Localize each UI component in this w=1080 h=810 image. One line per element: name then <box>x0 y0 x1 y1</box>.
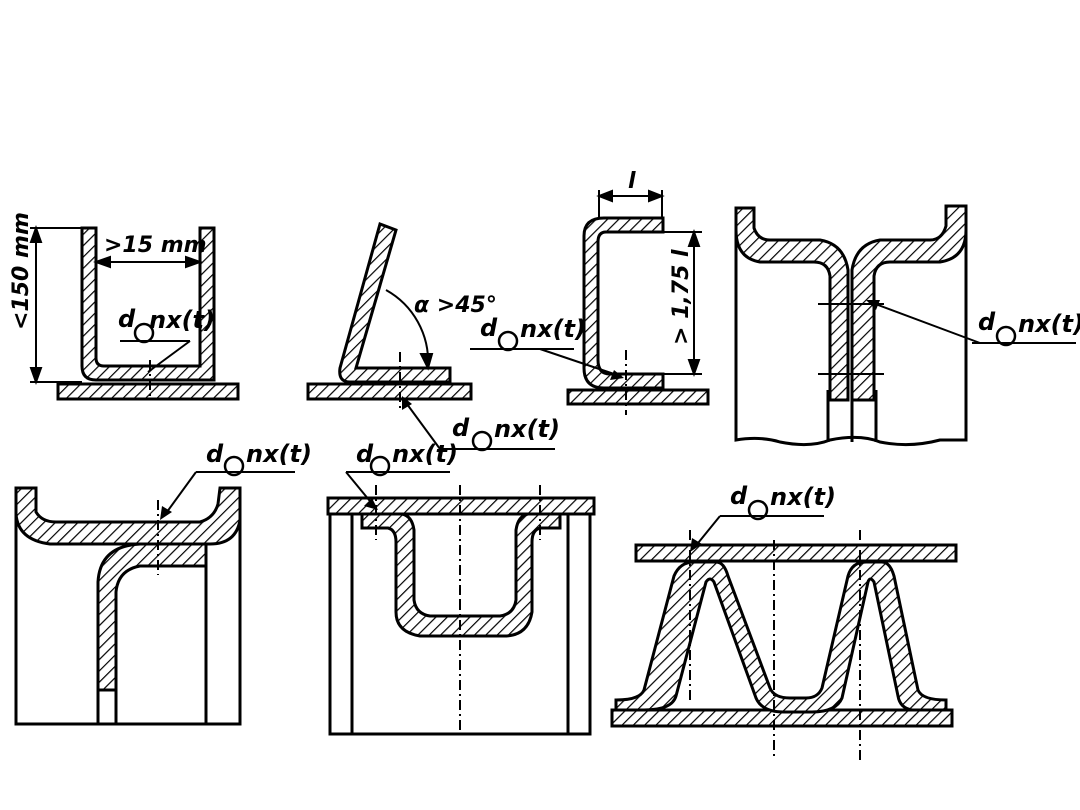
figure-trapezoid-centerlines <box>689 530 861 760</box>
figure-inclined-plate <box>306 222 473 401</box>
c-profile <box>582 216 665 390</box>
figure-u-channel <box>56 226 240 401</box>
base-plate <box>566 388 710 406</box>
weld-symbol-d: d <box>356 440 374 468</box>
figure-flanged-box <box>14 486 242 726</box>
weld-symbol-6: d nx(t) <box>345 440 458 510</box>
figure-hat-profile <box>326 496 596 736</box>
weld-symbol-d: d <box>452 414 470 442</box>
weld-symbol-1: d nx(t) <box>118 305 215 373</box>
weld-symbol-d: d <box>730 482 748 510</box>
u-channel-profile <box>80 226 216 382</box>
weld-symbol-text: nx(t) <box>520 315 586 343</box>
figure-u-channel-dims <box>29 225 203 400</box>
weld-symbol-5: d nx(t) <box>160 440 312 520</box>
weld-symbol-text: nx(t) <box>770 483 836 511</box>
weld-symbol-d: d <box>206 440 224 468</box>
dim-175l-label: > 1,75 l <box>669 249 694 345</box>
t-profile-right <box>850 204 968 402</box>
dim-width-label: >15 mm <box>104 233 207 258</box>
figure-trapezoid-core <box>610 543 958 728</box>
figure-t-box <box>734 204 968 447</box>
weld-symbol-4: d nx(t) <box>866 300 1080 347</box>
weld-symbol-2: d nx(t) <box>402 396 560 452</box>
dim-l-label: l <box>628 169 636 194</box>
corrugated-core <box>614 560 948 714</box>
base-plate <box>56 382 240 401</box>
figure-hat-centerlines <box>375 485 541 734</box>
weld-symbol-d: d <box>978 308 996 336</box>
figure-inclined-dims <box>385 289 434 410</box>
weld-symbol-7: d nx(t) <box>690 482 836 552</box>
weld-symbol-d: d <box>118 305 136 333</box>
angle-label: α >45° <box>414 293 497 318</box>
inner-profile <box>96 542 208 692</box>
flange-profile <box>14 486 242 546</box>
weld-symbol-3: d nx(t) <box>470 314 624 380</box>
figure-c-profile-dims <box>596 189 702 415</box>
t-profile-left <box>734 206 850 402</box>
top-plate <box>634 543 958 563</box>
dim-height-label: <150 mm <box>9 212 34 330</box>
figure-c-profile <box>566 216 710 406</box>
inclined-profile <box>338 222 452 384</box>
weld-symbol-text: nx(t) <box>392 440 458 468</box>
weld-symbol-text: nx(t) <box>246 440 312 468</box>
weld-symbol-text: nx(t) <box>149 306 215 334</box>
hat-section <box>360 512 562 638</box>
base-plate <box>306 382 473 401</box>
weld-symbol-text: nx(t) <box>494 415 560 443</box>
weld-symbol-text: nx(t) <box>1018 310 1080 338</box>
weld-symbol-d: d <box>480 314 498 342</box>
